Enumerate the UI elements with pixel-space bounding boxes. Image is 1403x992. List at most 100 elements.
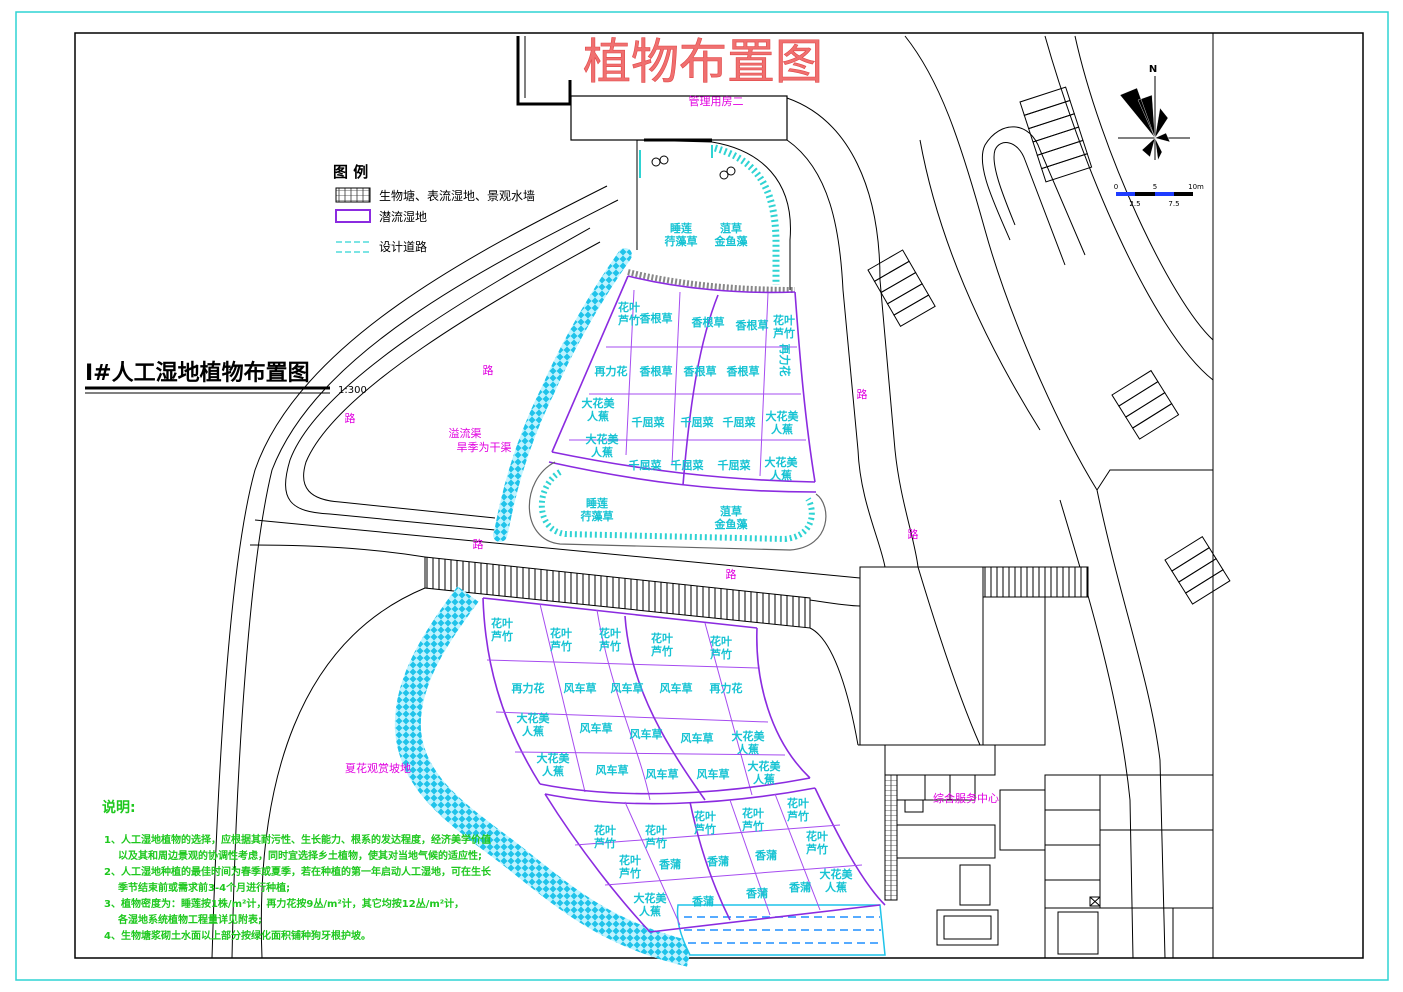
plant-label: 再力花 (595, 364, 628, 378)
drawing-title: I#人工湿地植物布置图 (85, 360, 310, 386)
plant-label-line: 花叶 (491, 616, 513, 630)
plant-label-line: 香根草 (639, 311, 673, 325)
plant-label-line: 芦竹 (773, 326, 795, 340)
plant-label: 花叶芦竹 (806, 829, 828, 856)
plant-label-line: 风车草 (630, 727, 663, 741)
plant-label-line: 风车草 (697, 767, 730, 781)
plant-label-line: 芦竹 (742, 819, 764, 833)
plant-label-line: 风车草 (611, 681, 644, 695)
north-label: N (1149, 64, 1157, 75)
plant-label: 风车草 (596, 763, 629, 777)
plant-label: 花叶芦竹 (594, 823, 616, 850)
design-notes: 说明: 1、人工湿地植物的选择，应根据其耐污性、生长能力、根系的发达程度，经济美… (102, 799, 492, 942)
plant-label-line: 芦竹 (645, 836, 667, 850)
plant-label-line: 大花美 (820, 867, 854, 881)
plant-label-line: 香蒲 (706, 854, 729, 868)
road-label: 路 (857, 388, 868, 401)
overflow-channel-label: 溢流渠 (449, 426, 482, 440)
plant-label: 大花美人蕉 (582, 396, 616, 423)
plant-label-line: 芦竹 (619, 866, 641, 880)
plant-label-line: 香蒲 (745, 886, 768, 900)
plant-label-line: 千屈菜 (681, 415, 715, 429)
plant-label-line: 香根草 (639, 364, 673, 378)
flower-symbol-icon (651, 155, 736, 180)
drawing-title-block: I#人工湿地植物布置图 1:300 (85, 360, 367, 396)
notes-line: 以及其和周边景观的协调性考虑，同时宜选择乡土植物，使其对当地气候的适应性; (118, 849, 482, 862)
plant-label-line: 千屈菜 (671, 458, 705, 472)
plant-label-line: 睡莲 (586, 496, 608, 510)
north-compass: N 0 5 10m 2.5 7.5 (1114, 64, 1204, 208)
plant-label: 大花美人蕉 (517, 711, 551, 738)
legend-swatch-subsurface (335, 209, 371, 223)
plant-label-line: 千屈菜 (629, 458, 663, 472)
plant-label-line: 大花美 (537, 751, 571, 765)
legend-swatch-pond (335, 187, 371, 203)
plant-label-line: 人蕉 (825, 880, 847, 894)
plant-label-line: 花叶 (594, 823, 616, 837)
legend-label-subsurface: 潜流湿地 (379, 209, 427, 224)
plant-label: 睡莲荇藻草 (580, 496, 614, 523)
plant-label: 香蒲 (691, 894, 714, 908)
legend-label-pond: 生物塘、表流湿地、景观水墙 (379, 188, 535, 203)
plant-label-line: 花叶 (694, 809, 716, 823)
sheet-title: 植物布置图 (583, 34, 823, 90)
plant-label-line: 菹草 (720, 221, 742, 235)
overflow-channel-upper (493, 248, 632, 542)
design-roads (211, 35, 1214, 959)
plant-label-line: 菹草 (720, 504, 742, 518)
plant-label: 花叶芦竹 (491, 616, 513, 643)
plant-label-line: 大花美 (586, 432, 620, 446)
plant-label-line: 人蕉 (639, 904, 661, 918)
plant-label: 香根草 (639, 311, 673, 325)
plant-label: 香根草 (639, 364, 673, 378)
plant-label: 香根草 (683, 364, 717, 378)
plant-label-line: 人蕉 (771, 422, 793, 436)
plant-label: 大花美人蕉 (765, 455, 799, 482)
notes-line: 1、人工湿地植物的选择，应根据其耐污性、生长能力、根系的发达程度，经济美学价值 (104, 833, 491, 846)
plant-label: 香蒲 (706, 854, 729, 868)
slope-label: 夏花观赏坡地 (345, 762, 411, 775)
plant-label: 再力花 (710, 681, 743, 695)
plant-label-line: 金鱼藻 (714, 234, 749, 248)
plant-label-line: 大花美 (634, 891, 668, 905)
plant-label: 香根草 (726, 364, 760, 378)
plant-label-line: 花叶 (773, 313, 795, 327)
notes-line: 2、人工湿地种植的最佳时间为春季或夏季，若在种植的第一年启动人工湿地，可在生长 (104, 865, 492, 878)
plant-label: 再力花 (778, 344, 792, 377)
plant-label: 花叶芦竹 (599, 626, 621, 653)
plant-label-line: 香根草 (735, 318, 769, 332)
plant-label: 风车草 (630, 727, 663, 741)
plant-label-line: 风车草 (681, 731, 714, 745)
service-center-buildings (858, 566, 1214, 959)
plant-label: 风车草 (646, 767, 679, 781)
top-left-building (516, 36, 572, 106)
plant-label-line: 花叶 (599, 626, 621, 640)
plant-label-line: 花叶 (710, 634, 732, 648)
plant-label-line: 香根草 (691, 315, 725, 329)
plant-label: 再力花 (512, 681, 545, 695)
lower-subsurface-wetland (482, 597, 886, 933)
upper-subsurface-wetland (548, 275, 817, 493)
overflow-channel-lower (394, 586, 694, 967)
plant-label-line: 芦竹 (550, 639, 572, 653)
plant-label-line: 人蕉 (737, 742, 759, 756)
plant-label: 大花美人蕉 (766, 409, 800, 436)
road-label: 路 (908, 528, 919, 541)
plant-label-line: 风车草 (660, 681, 693, 695)
plant-label-line: 大花美 (766, 409, 800, 423)
plant-label-line: 再力花 (710, 681, 743, 695)
plant-label-line: 花叶 (618, 300, 640, 314)
outer-frame (15, 11, 1389, 981)
plant-label: 花叶芦竹 (742, 806, 764, 833)
plant-label: 风车草 (681, 731, 714, 745)
plant-label: 风车草 (564, 681, 597, 695)
plant-label-line: 荇藻草 (580, 509, 614, 523)
notes-line: 季节结束前或需求前3-4个月进行种植; (117, 881, 290, 894)
service-center-label: 综合服务中心 (933, 791, 999, 805)
plant-label: 千屈菜 (632, 415, 666, 429)
plant-label-line: 芦竹 (594, 836, 616, 850)
plant-label-line: 大花美 (748, 759, 782, 773)
plant-label: 花叶芦竹 (619, 853, 641, 880)
plant-label: 花叶芦竹 (773, 313, 795, 340)
